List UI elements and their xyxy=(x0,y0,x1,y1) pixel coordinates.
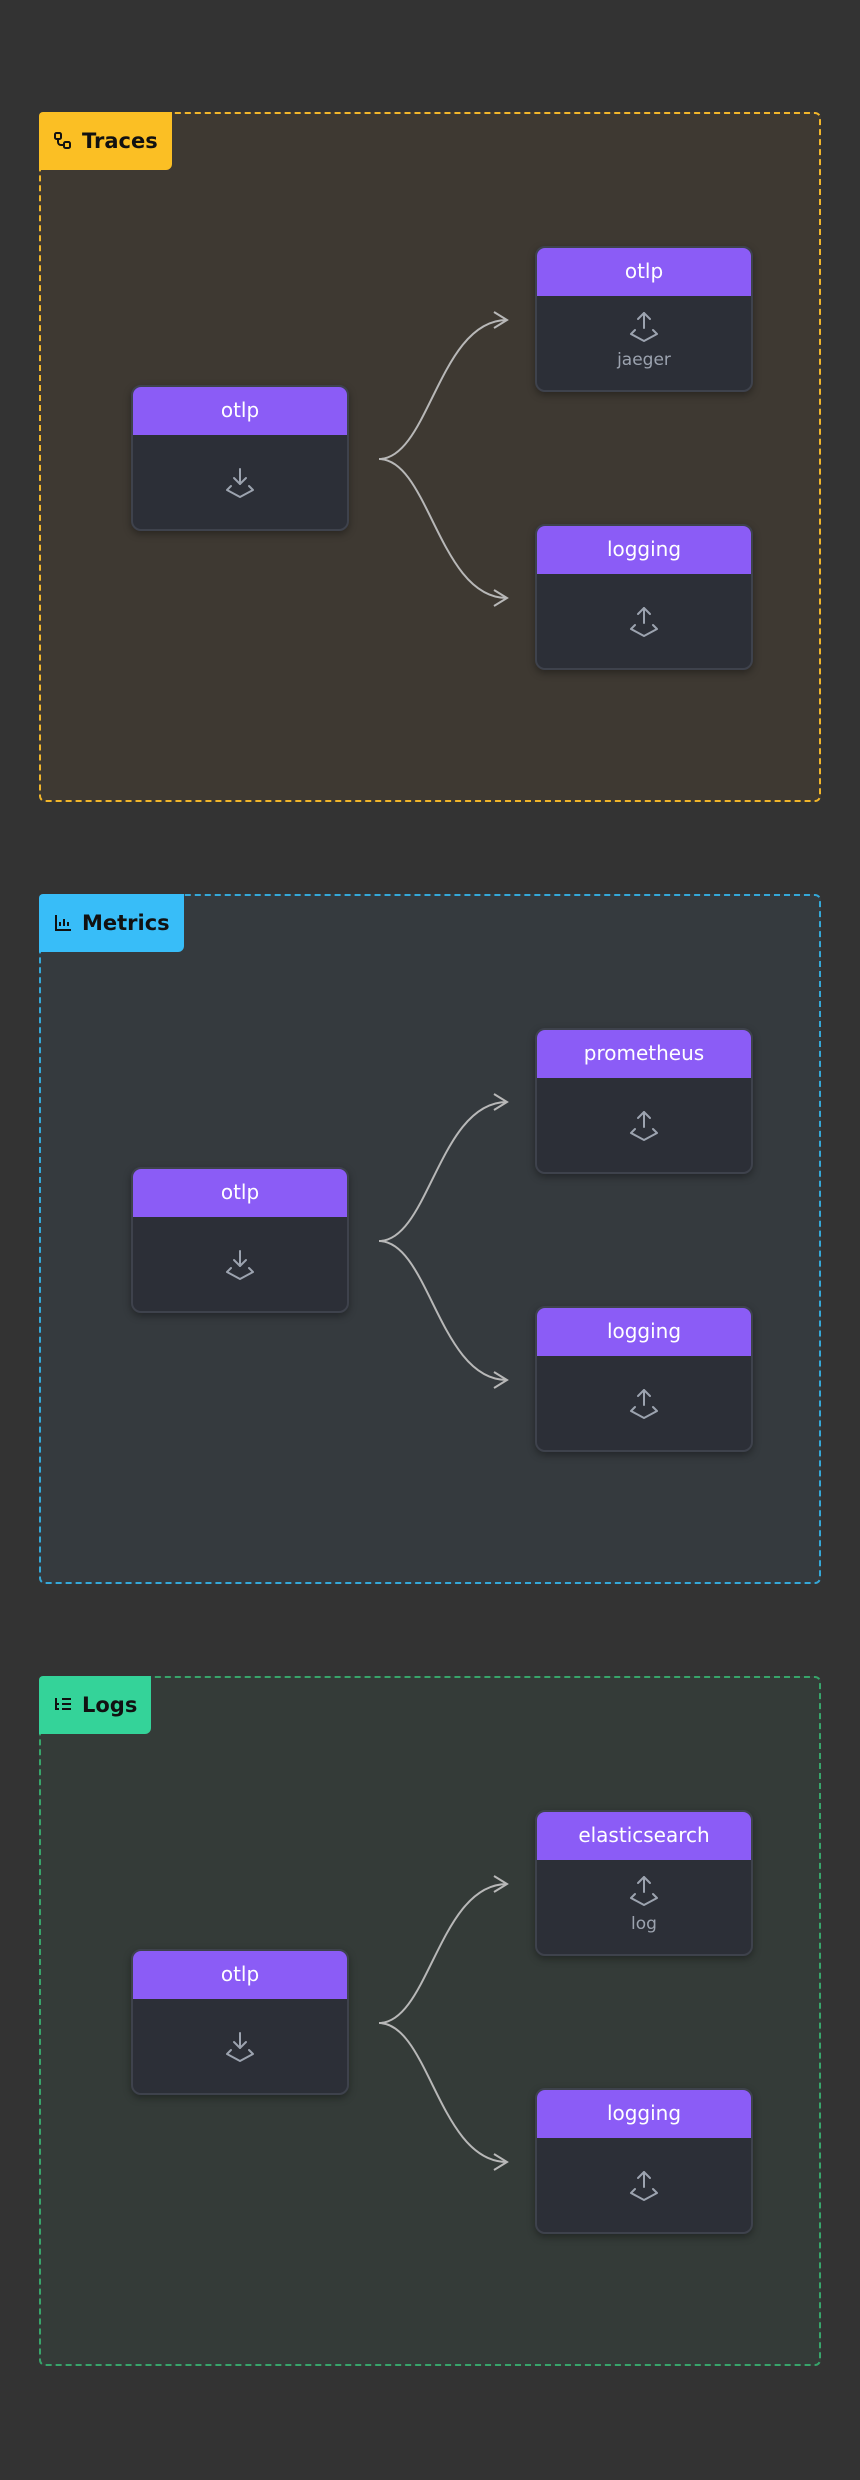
node-title: otlp xyxy=(133,1169,347,1217)
edge-receiver-to-exporter-2 xyxy=(378,2022,508,2163)
pipeline-traces: Traces otlp otlp jaeger logging xyxy=(39,112,821,802)
pipeline-tag-logs[interactable]: Logs xyxy=(39,1676,152,1734)
pipeline-tag-metrics[interactable]: Metrics xyxy=(39,894,184,952)
exporter-upload-icon xyxy=(630,1876,658,1906)
exporter-upload-icon xyxy=(630,1389,658,1419)
node-sublabel: log xyxy=(631,1914,657,1934)
receiver-node[interactable]: otlp xyxy=(131,385,349,531)
edge-arrowhead xyxy=(493,1875,509,1893)
trace-nodes-icon xyxy=(54,132,71,149)
exporter-upload-icon xyxy=(630,607,658,637)
list-tree-icon xyxy=(55,1698,71,1710)
edge-arrowhead xyxy=(493,2153,509,2171)
node-title: otlp xyxy=(133,387,347,435)
exporter-node[interactable]: logging xyxy=(535,524,753,670)
exporter-node[interactable]: elasticsearch log xyxy=(535,1810,753,1956)
edge-receiver-to-exporter-1 xyxy=(378,319,508,460)
exporter-upload-icon xyxy=(630,2171,658,2201)
pipeline-logs: Logs otlp elasticsearch log logging xyxy=(39,1676,821,2366)
edge-receiver-to-exporter-1 xyxy=(378,1883,508,2024)
pipeline-tag-traces[interactable]: Traces xyxy=(39,112,172,170)
receiver-node[interactable]: otlp xyxy=(131,1167,349,1313)
pipeline-edges xyxy=(378,1875,509,2171)
receiver-node[interactable]: otlp xyxy=(131,1949,349,2095)
node-title: logging xyxy=(537,526,751,574)
pipeline-edges xyxy=(378,1093,509,1389)
edge-arrowhead xyxy=(493,1093,509,1111)
edge-receiver-to-exporter-2 xyxy=(378,458,508,599)
receiver-download-icon xyxy=(226,468,254,498)
edge-arrowhead xyxy=(493,589,509,607)
node-title: prometheus xyxy=(537,1030,751,1078)
exporter-node[interactable]: logging xyxy=(535,2088,753,2234)
node-title: otlp xyxy=(537,248,751,296)
pipeline-metrics: Metrics otlp prometheus logging xyxy=(39,894,821,1584)
node-title: otlp xyxy=(133,1951,347,1999)
edge-arrowhead xyxy=(493,1371,509,1389)
pipeline-title: Logs xyxy=(82,1693,138,1717)
node-title: logging xyxy=(537,2090,751,2138)
exporter-node[interactable]: prometheus xyxy=(535,1028,753,1174)
receiver-download-icon xyxy=(226,2032,254,2062)
edge-receiver-to-exporter-1 xyxy=(378,1101,508,1242)
exporter-node[interactable]: logging xyxy=(535,1306,753,1452)
exporter-upload-icon xyxy=(630,1111,658,1141)
node-sublabel: jaeger xyxy=(617,350,671,370)
exporter-node[interactable]: otlp jaeger xyxy=(535,246,753,392)
receiver-download-icon xyxy=(226,1250,254,1280)
pipeline-title: Traces xyxy=(82,129,158,153)
exporter-upload-icon xyxy=(630,312,658,342)
bar-chart-icon xyxy=(55,915,71,931)
pipeline-edges xyxy=(378,311,509,607)
pipeline-title: Metrics xyxy=(82,911,170,935)
edge-arrowhead xyxy=(493,311,509,329)
node-title: elasticsearch xyxy=(537,1812,751,1860)
edge-receiver-to-exporter-2 xyxy=(378,1240,508,1381)
node-title: logging xyxy=(537,1308,751,1356)
